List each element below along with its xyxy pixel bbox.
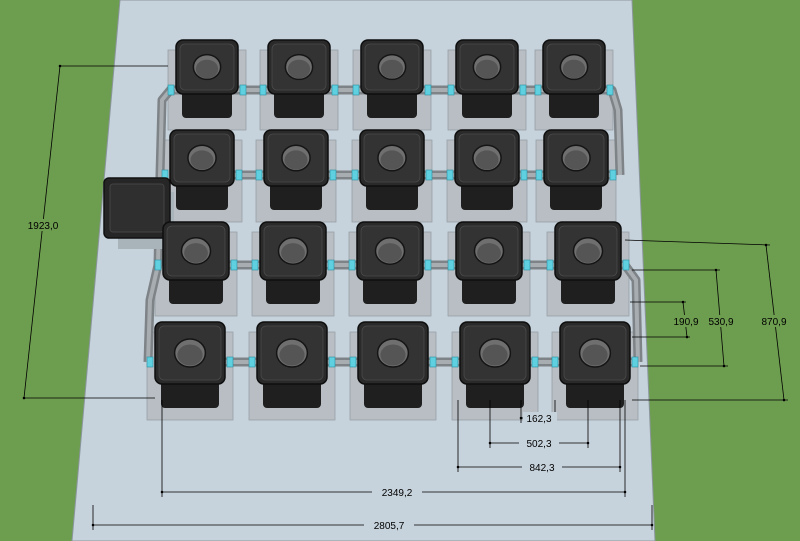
reservoir-tank [103, 177, 174, 249]
pipe-connector [348, 259, 356, 271]
pipe-connector [551, 356, 559, 368]
pipe-connector [622, 259, 630, 271]
pipe-connector [329, 169, 337, 181]
grow-bucket [169, 129, 235, 210]
grow-bucket [455, 221, 523, 304]
dim-vertical-a: 870,9 [761, 317, 786, 328]
pipe-connector [631, 356, 639, 368]
pipe-connector [154, 259, 162, 271]
pipe-connector [239, 84, 247, 96]
grow-bucket [154, 321, 226, 408]
grow-bucket [357, 321, 429, 408]
grow-bucket [259, 221, 327, 304]
grow-bucket [256, 321, 328, 408]
grow-bucket [175, 39, 239, 118]
pipe-connector [520, 169, 528, 181]
dim-depth: 1923,0 [28, 221, 59, 232]
pipe-connector [328, 356, 336, 368]
pipe-connector [429, 356, 437, 368]
dim-vertical-c: 190,9 [673, 317, 698, 328]
dim-row-width: 2349,2 [382, 488, 413, 499]
pipe-connector [167, 84, 175, 96]
pipe-connector [425, 169, 433, 181]
pipe-connector [546, 259, 554, 271]
pipe-connector [519, 84, 527, 96]
dim-horizontal-c: 162,3 [526, 414, 551, 425]
pipe-connector [424, 259, 432, 271]
pipe-connector [230, 259, 238, 271]
pipe-connector [609, 169, 617, 181]
pipe-connector [349, 356, 357, 368]
pipe-connector [251, 259, 259, 271]
pipe-connector [259, 84, 267, 96]
grow-bucket [554, 221, 622, 304]
pipe-connector [447, 84, 455, 96]
pipe-connector [523, 259, 531, 271]
pipe-connector [331, 84, 339, 96]
grow-bucket [359, 129, 425, 210]
grow-bucket [267, 39, 331, 118]
pipe-connector [146, 356, 154, 368]
grow-bucket [455, 39, 519, 118]
pipe-connector [535, 169, 543, 181]
pipe-connector [352, 84, 360, 96]
grow-bucket [360, 39, 424, 118]
grow-bucket [559, 321, 631, 408]
pipe-connector [351, 169, 359, 181]
dim-vertical-b: 530,9 [708, 317, 733, 328]
pipe-connector [446, 169, 454, 181]
grow-bucket [542, 39, 606, 118]
bucket-grid [154, 39, 631, 408]
dim-horizontal-b: 502,3 [526, 439, 551, 450]
pipe-connector [327, 259, 335, 271]
pipe-connector [235, 169, 243, 181]
pipe-connector [424, 84, 432, 96]
pipe-connector [255, 169, 263, 181]
dimension-labels: 2805,7 2349,2 842,3 502,3 162,3 1923,0 8… [23, 219, 794, 532]
grow-bucket [543, 129, 609, 210]
pipe-connector [451, 356, 459, 368]
dim-total-width: 2805,7 [374, 521, 405, 532]
grow-bucket [162, 221, 230, 304]
pipe-connector [447, 259, 455, 271]
pipe-connector [534, 84, 542, 96]
grow-bucket [263, 129, 329, 210]
pipe-connector [226, 356, 234, 368]
pipe-connector [248, 356, 256, 368]
pipe-connectors [146, 84, 639, 368]
pipe-connector [531, 356, 539, 368]
grow-bucket [459, 321, 531, 408]
grow-bucket [356, 221, 424, 304]
pipe-connector [606, 84, 614, 96]
grow-bucket [454, 129, 520, 210]
dim-horizontal-a: 842,3 [529, 463, 554, 474]
